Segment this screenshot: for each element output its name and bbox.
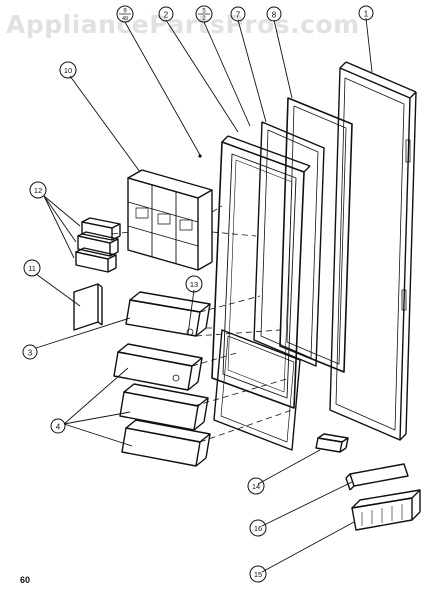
svg-text:9: 9 (123, 9, 127, 15)
svg-text:7: 7 (236, 11, 241, 20)
callout-10: 10 (59, 61, 77, 79)
svg-text:4: 4 (56, 423, 61, 432)
svg-text:13: 13 (190, 280, 198, 289)
callout-3: 3 (22, 344, 38, 360)
callout-13: 13 (185, 275, 203, 293)
callout-7: 7 (230, 6, 246, 22)
upper-door-shelf (125, 291, 211, 337)
leader-lines (35, 17, 373, 573)
svg-text:2: 2 (164, 11, 169, 20)
callout-8: 8 (266, 6, 282, 22)
svg-text:16: 16 (254, 524, 262, 533)
outer-door-panel (329, 61, 417, 441)
callout-11: 11 (23, 259, 41, 277)
svg-text:11: 11 (28, 264, 36, 273)
callout-5-2: 5 2 (195, 5, 213, 23)
assembly-dash-lines (111, 205, 293, 443)
small-cover-panel (73, 283, 103, 331)
bin-cover (345, 463, 409, 491)
callout-12: 12 (29, 181, 47, 199)
storage-basket (351, 489, 421, 531)
svg-text:8: 8 (272, 11, 277, 20)
svg-text:12: 12 (34, 186, 42, 195)
inner-door-liner (211, 135, 311, 451)
callout-1: 1 (358, 5, 374, 21)
svg-text:49: 49 (122, 16, 128, 22)
svg-text:3: 3 (28, 349, 33, 358)
ice-dispenser-housing (127, 169, 213, 271)
callout-14: 14 (247, 477, 265, 495)
svg-text:1: 1 (364, 10, 369, 19)
callout-4: 4 (50, 418, 66, 434)
door-shelf-3 (121, 419, 211, 467)
stacked-bins (75, 217, 121, 273)
callout-9-49: 9 49 (116, 5, 134, 23)
svg-text:15: 15 (254, 570, 262, 579)
callout-2: 2 (158, 6, 174, 22)
page-number: 60 (20, 575, 31, 585)
door-gasket (279, 97, 353, 373)
watermark-text: AppliancePartsPros.com (6, 10, 360, 39)
callout-15: 15 (249, 565, 267, 583)
svg-text:14: 14 (252, 482, 260, 491)
door-shelf-1 (113, 343, 203, 391)
svg-text:2: 2 (202, 16, 206, 22)
door-liner-frame (253, 121, 325, 367)
svg-text:10: 10 (64, 66, 72, 75)
callout-16: 16 (249, 519, 267, 537)
small-cup (315, 433, 349, 453)
svg-text:5: 5 (202, 9, 206, 15)
